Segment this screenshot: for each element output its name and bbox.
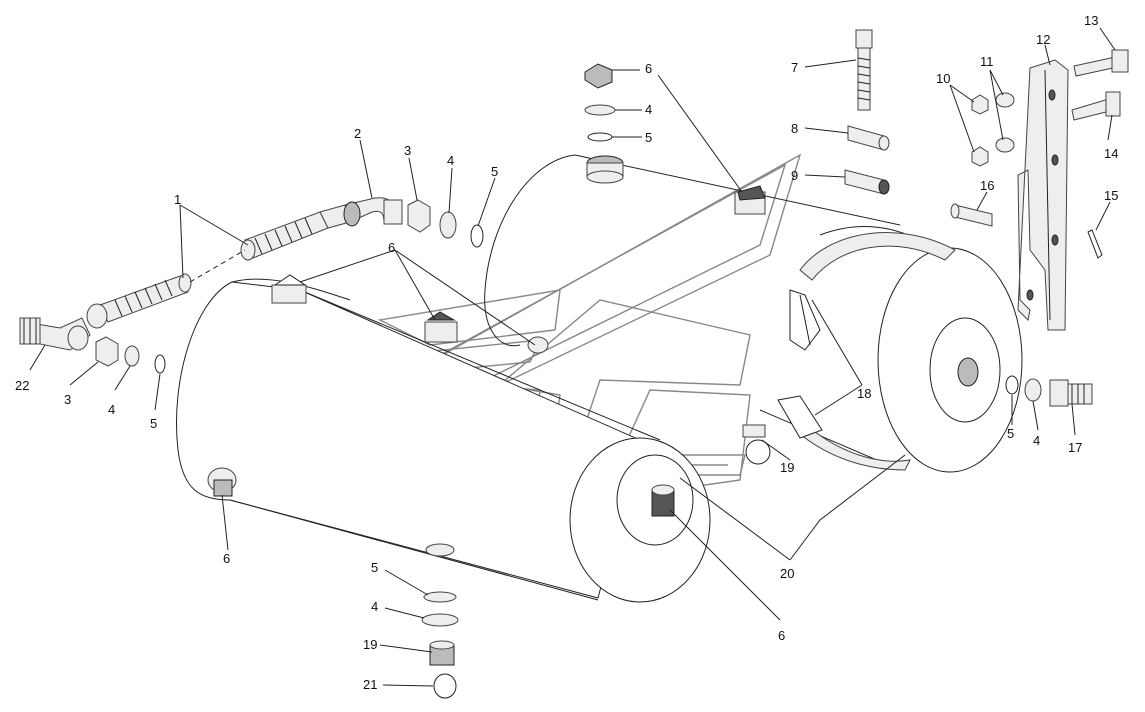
- cotter-pin-15: [1087, 229, 1103, 259]
- lower-air-tank: [176, 278, 711, 603]
- hose-connection-dashed-line: [189, 249, 246, 283]
- callout-6: 6: [223, 551, 230, 566]
- plug-lower-tank-bottom: [207, 467, 237, 497]
- callout-20: 20: [780, 566, 794, 581]
- callout-12: 12: [1036, 32, 1050, 47]
- callout-7: 7: [791, 60, 798, 75]
- hose-1-upper: [240, 204, 351, 261]
- elbow-22: [19, 317, 91, 351]
- drain-valve-19-bottom: [429, 640, 455, 666]
- lower-tank-bottom-port: [425, 543, 455, 557]
- callout-5: 5: [371, 560, 378, 575]
- top-plug-6: [584, 63, 613, 89]
- callout-22: 22: [15, 378, 29, 393]
- callout-13: 13: [1084, 13, 1098, 28]
- bracket-12: [1017, 59, 1069, 331]
- callout-17: 17: [1068, 440, 1082, 455]
- callout-6: 6: [645, 61, 652, 76]
- pull-ring-21: [433, 673, 457, 699]
- drain-valve-19-right: [742, 424, 771, 465]
- nut-3-lower: [95, 336, 119, 367]
- washer-5-right: [1005, 375, 1019, 395]
- nut-10-upper: [971, 94, 989, 115]
- callout-16: 16: [980, 178, 994, 193]
- callout-5: 5: [1007, 426, 1014, 441]
- nut-3-upper: [407, 199, 431, 233]
- washer-4-top: [584, 104, 616, 116]
- fitting-17: [1049, 379, 1093, 407]
- callout-4: 4: [108, 402, 115, 417]
- callout-19: 19: [780, 460, 794, 475]
- pin-8: [847, 125, 890, 151]
- pin-16: [950, 203, 993, 227]
- leader-lines: [29, 27, 1116, 687]
- washer-4-bottom: [421, 613, 459, 627]
- washer-11-lower: [995, 137, 1015, 153]
- bolt-13: [1073, 49, 1129, 77]
- clamp-band-lower: [777, 395, 911, 471]
- callout-4: 4: [371, 599, 378, 614]
- callout-3: 3: [404, 143, 411, 158]
- callout-8: 8: [791, 121, 798, 136]
- washer-4-right: [1024, 378, 1042, 402]
- callout-19: 19: [363, 637, 377, 652]
- washer-5-bottom: [423, 591, 457, 603]
- callout-18: 18: [857, 386, 871, 401]
- nut-10-lower: [971, 146, 989, 167]
- elbow-2: [343, 197, 403, 227]
- hose-1-lower: [86, 273, 192, 329]
- callout-15: 15: [1104, 188, 1118, 203]
- plug-upper-tank-top: [586, 155, 624, 184]
- callout-11: 11: [980, 54, 994, 69]
- washer-5-upper-left: [470, 224, 484, 248]
- callout-14: 14: [1104, 146, 1118, 161]
- callout-6: 6: [778, 628, 785, 643]
- callout-5: 5: [491, 164, 498, 179]
- washer-4-lower-left: [124, 345, 140, 367]
- washer-5-lower-left: [154, 354, 166, 374]
- callout-10: 10: [936, 71, 950, 86]
- callout-9: 9: [791, 168, 798, 183]
- callout-2: 2: [354, 126, 361, 141]
- callout-labels: 1 2 3 4 5 6 4 5 7 8 9 10 11 12 13 14 15 …: [15, 13, 1118, 692]
- upper-air-tank: [484, 154, 1023, 473]
- bolt-7: [855, 29, 873, 111]
- plug-lower-tank-mid: [424, 311, 458, 343]
- callout-6: 6: [388, 240, 395, 255]
- lower-tank-side-port: [527, 336, 549, 354]
- washer-4-upper-left: [439, 211, 457, 239]
- callout-21: 21: [363, 677, 377, 692]
- callout-4: 4: [447, 153, 454, 168]
- washer-11-upper: [995, 92, 1015, 108]
- plug-lower-tank-end: [651, 484, 675, 517]
- callout-1: 1: [174, 192, 181, 207]
- plug-lower-tank-left: [271, 274, 307, 304]
- callout-4: 4: [1033, 433, 1040, 448]
- washer-5-top: [587, 132, 613, 142]
- pin-9: [844, 169, 890, 195]
- callout-5: 5: [150, 416, 157, 431]
- callout-5: 5: [645, 130, 652, 145]
- clamp-band-upper: [789, 232, 956, 351]
- bolt-14: [1071, 91, 1121, 121]
- plug-upper-tank-mid: [734, 185, 766, 215]
- callout-4: 4: [645, 102, 652, 117]
- callout-3: 3: [64, 392, 71, 407]
